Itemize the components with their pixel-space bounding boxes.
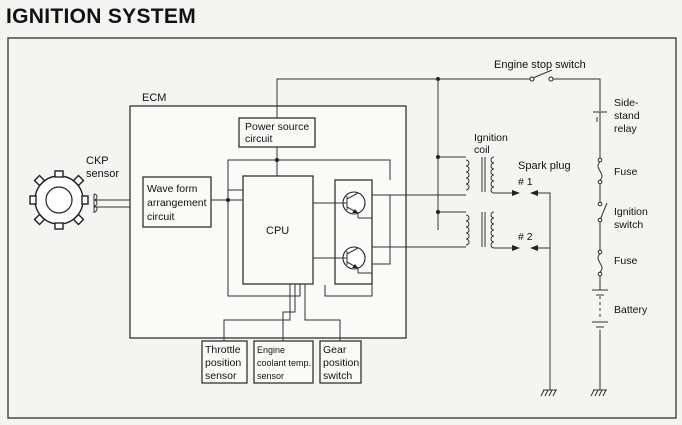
engine-stop-switch-icon	[529, 69, 554, 82]
battery-label: Battery	[614, 304, 648, 316]
throttle-position-sensor-box	[201, 340, 248, 384]
ckp-sensor-label-1: CKP	[86, 155, 109, 167]
ckp-sensor-wheel	[29, 170, 89, 230]
spark-plug-label: Spark plug	[518, 160, 571, 172]
spark-plug-1-icon	[512, 190, 538, 196]
ignition-coil-1-icon	[465, 156, 495, 194]
fuse-1-label: Fuse	[614, 166, 638, 178]
throttle-label-3: sensor	[205, 370, 237, 382]
ignition-switch-label-2: switch	[614, 219, 643, 231]
fuse-2-icon	[597, 249, 603, 277]
coil-primary-feed	[372, 79, 466, 248]
spark-plug-2-label: # 2	[518, 231, 533, 243]
sidestand-label-3: relay	[614, 123, 638, 135]
engine-stop-switch-label: Engine stop switch	[494, 59, 586, 71]
spark-plug-2-icon	[512, 245, 538, 251]
ecm-label: ECM	[142, 92, 166, 104]
sidestand-label-2: stand	[614, 110, 640, 122]
gear-position-switch-box	[319, 340, 362, 384]
coolant-label-3: sensor	[257, 371, 284, 381]
ignition-coil-label-2: coil	[474, 144, 490, 156]
power-source-label-2: circuit	[245, 133, 273, 145]
spark-plug-wiring	[494, 192, 551, 390]
ignition-coil-2-icon	[465, 211, 495, 249]
diagram-frame	[7, 37, 677, 419]
fuse-1-icon	[597, 157, 603, 185]
power-source-label-1: Power source	[245, 121, 309, 133]
ignition-switch-icon	[597, 201, 608, 223]
cpu-box	[242, 175, 314, 285]
battery-icon	[592, 289, 608, 328]
cpu-label: CPU	[266, 225, 289, 237]
gear-label-2: position	[323, 357, 359, 369]
sensor-wiring	[223, 284, 341, 341]
sidestand-label-1: Side-	[614, 97, 639, 109]
throttle-label-1: Throttle	[205, 344, 241, 356]
coolant-label-1: Engine	[257, 345, 285, 355]
wave-form-label-2: arrangement	[147, 197, 207, 209]
ckp-sensor-label-2: sensor	[86, 168, 119, 180]
coolant-label-2: coolant temp.	[257, 358, 311, 368]
transistor-1-icon	[338, 191, 366, 218]
page-title: IGNITION SYSTEM	[6, 5, 197, 28]
ground-icon-battery	[590, 389, 607, 397]
ground-icon-spark-plug	[540, 389, 557, 397]
power-feed-wire	[276, 78, 532, 118]
gear-label-3: switch	[323, 370, 352, 382]
fuse-2-label: Fuse	[614, 255, 638, 267]
ignition-coil-label-1: Ignition	[474, 132, 508, 144]
ckp-pickup-coil	[93, 193, 98, 213]
throttle-label-2: position	[205, 357, 241, 369]
transistor-2-icon	[338, 246, 366, 273]
wave-form-label-3: circuit	[147, 211, 175, 223]
wave-form-label-1: Wave form	[147, 183, 198, 195]
sidestand-relay-icon	[593, 111, 607, 126]
gear-label-1: Gear	[323, 344, 347, 356]
spark-plug-1-label: # 1	[518, 176, 533, 188]
engine-coolant-temp-sensor-box	[253, 340, 314, 384]
ignition-switch-label-1: Ignition	[614, 206, 648, 218]
wave-form-circuit-box	[142, 176, 212, 228]
